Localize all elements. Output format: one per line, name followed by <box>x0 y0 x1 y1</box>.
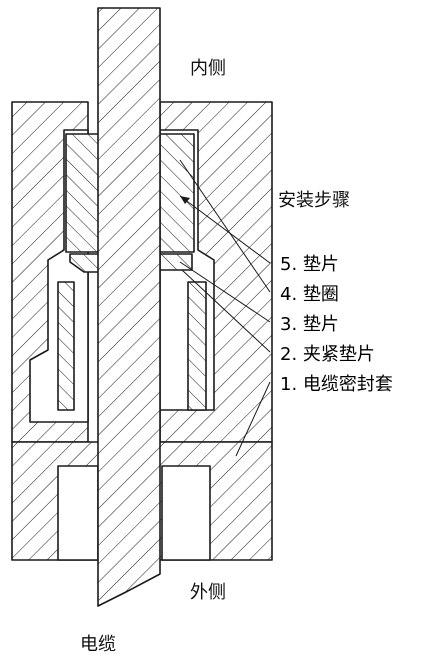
gland-cavity-left <box>57 465 99 561</box>
gland-cavity-right <box>161 465 211 561</box>
step-text: 垫片 <box>302 314 339 335</box>
step-text: 垫片 <box>302 254 339 275</box>
washer-right <box>159 133 195 253</box>
arrowhead-step-5 <box>180 196 190 204</box>
leader-step-2 <box>181 269 271 353</box>
washer-left <box>65 133 101 253</box>
seal-right <box>187 281 207 411</box>
leader-step-4 <box>179 159 271 293</box>
outer-side-label: 外侧 <box>190 582 226 603</box>
inner-side-label: 内侧 <box>190 58 226 79</box>
step-number: 4. <box>280 284 298 305</box>
step-text: 夹紧垫片 <box>302 344 375 365</box>
step-item-2: 2. 夹紧垫片 <box>280 344 440 366</box>
leader-step-1 <box>235 381 271 457</box>
installation-steps-title: 安装步骤 <box>278 190 350 211</box>
step-number: 2. <box>280 344 298 365</box>
leader-step-5 <box>179 195 271 264</box>
step-text: 电缆密封套 <box>302 374 393 395</box>
step-number: 3. <box>280 314 298 335</box>
step-item-4: 4. 垫圈 <box>280 284 440 306</box>
leader-step-3 <box>179 261 271 323</box>
seal-left <box>57 281 75 411</box>
step-item-1: 1. 电缆密封套 <box>280 374 440 396</box>
step-number: 1. <box>280 374 298 395</box>
cable-rod <box>97 7 161 607</box>
cable-label: 电缆 <box>80 634 116 655</box>
step-text: 垫圈 <box>302 284 339 305</box>
step-item-3: 3. 垫片 <box>280 314 440 336</box>
step-number: 5. <box>280 254 298 275</box>
step-item-5: 5. 垫片 <box>280 254 440 276</box>
gasket-right <box>159 253 193 271</box>
steps-list: 5. 垫片 4. 垫圈 3. 垫片 2. 夹紧垫片 1. 电缆密封套 <box>280 254 440 396</box>
